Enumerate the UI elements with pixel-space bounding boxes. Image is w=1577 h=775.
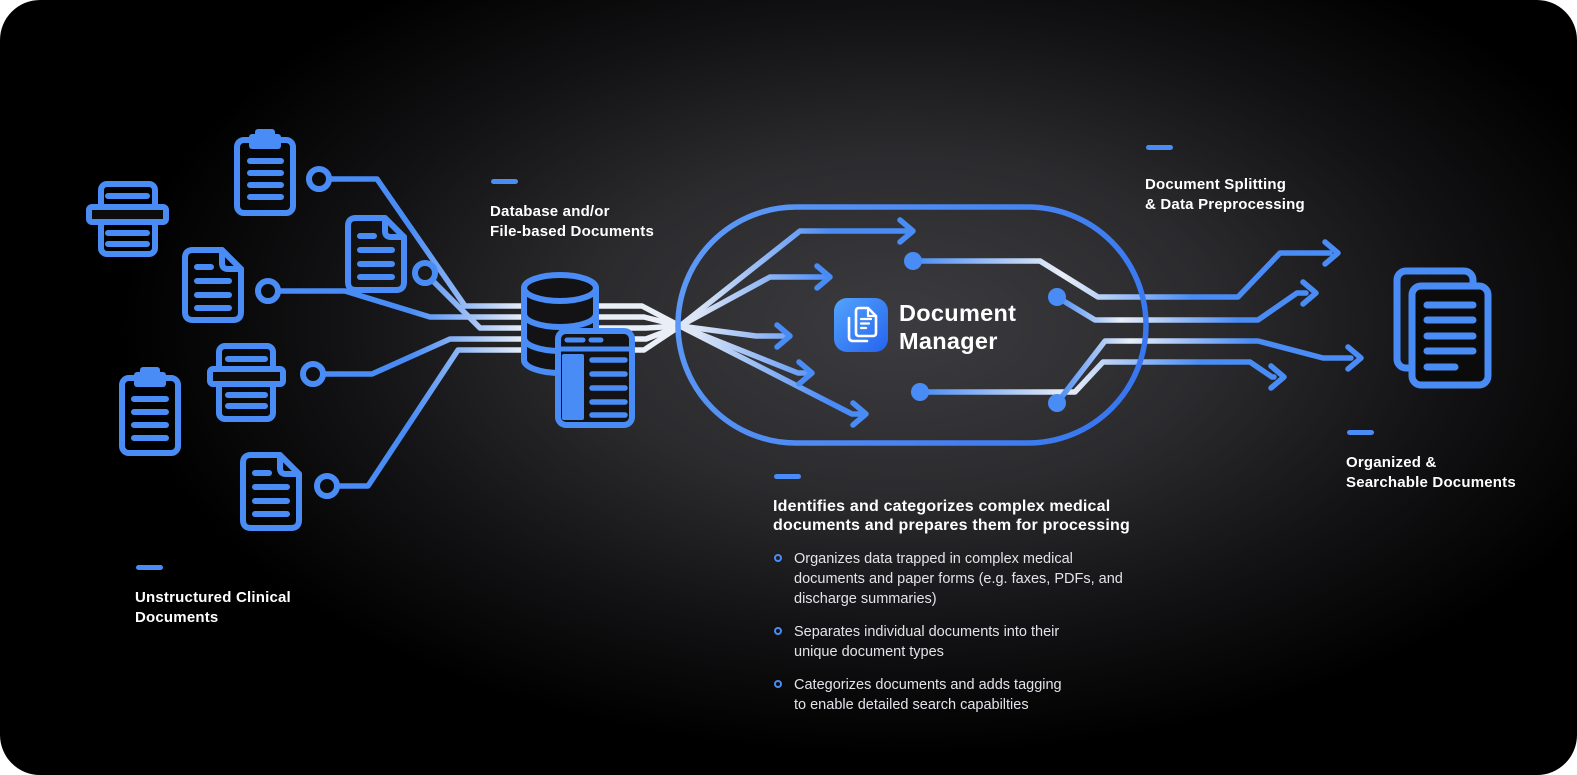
manager-details-block: Identifies and categorizes complex medic…: [773, 498, 1133, 728]
server-icon: [555, 328, 635, 428]
details-bullet-list: Organizes data trapped in complex medica…: [773, 549, 1133, 715]
section-dash: [774, 474, 801, 479]
capsule-outflow-lines: [910, 250, 1354, 406]
bullet-text: Categorizes documents and adds tagging t…: [794, 677, 1062, 713]
label-organized-searchable-documents: Organized & Searchable Documents: [1346, 454, 1516, 491]
detail-bullet: Separates individual documents into thei…: [773, 622, 1133, 662]
clipboard-icon: [234, 129, 296, 216]
ring-bullet-icon: [774, 680, 782, 688]
ring-bullet-icon: [774, 627, 782, 635]
section-dash: [1347, 430, 1374, 435]
document-icon: [345, 215, 407, 293]
label-document-splitting-preprocessing: Document Splitting & Data Preprocessing: [1145, 176, 1305, 213]
ring-bullet-icon: [774, 554, 782, 562]
source-node-circles: [255, 166, 438, 499]
capsule-inflow-lines: [677, 228, 909, 417]
label-database-file-based-documents: Database and/or File-based Documents: [490, 203, 655, 240]
document-manager-title: Document Manager: [899, 300, 1017, 354]
inflow-arrowheads: [774, 217, 916, 428]
details-heading: Identifies and categorizes complex medic…: [773, 498, 1130, 534]
document-manager-icon: [834, 298, 888, 352]
detail-bullet: Organizes data trapped in complex medica…: [773, 549, 1133, 609]
manager-capsule-outline: [675, 204, 1149, 446]
section-dash: [1146, 145, 1173, 150]
section-dash: [136, 565, 163, 570]
bullet-text: Organizes data trapped in complex medica…: [794, 551, 1123, 607]
clipboard-icon: [119, 367, 181, 456]
document-icon: [182, 247, 244, 323]
outflow-arrowheads: [1268, 239, 1364, 391]
detail-bullet: Categorizes documents and adds tagging t…: [773, 675, 1133, 715]
document-icon: [240, 452, 302, 531]
label-unstructured-clinical-documents: Unstructured Clinical Documents: [135, 589, 291, 626]
bullet-text: Separates individual documents into thei…: [794, 624, 1060, 660]
printer-icon: [207, 343, 286, 422]
document-stack-icon: [1393, 267, 1492, 389]
section-dash: [491, 179, 518, 184]
printer-icon: [86, 181, 169, 257]
outflow-node-dots: [904, 252, 1066, 412]
